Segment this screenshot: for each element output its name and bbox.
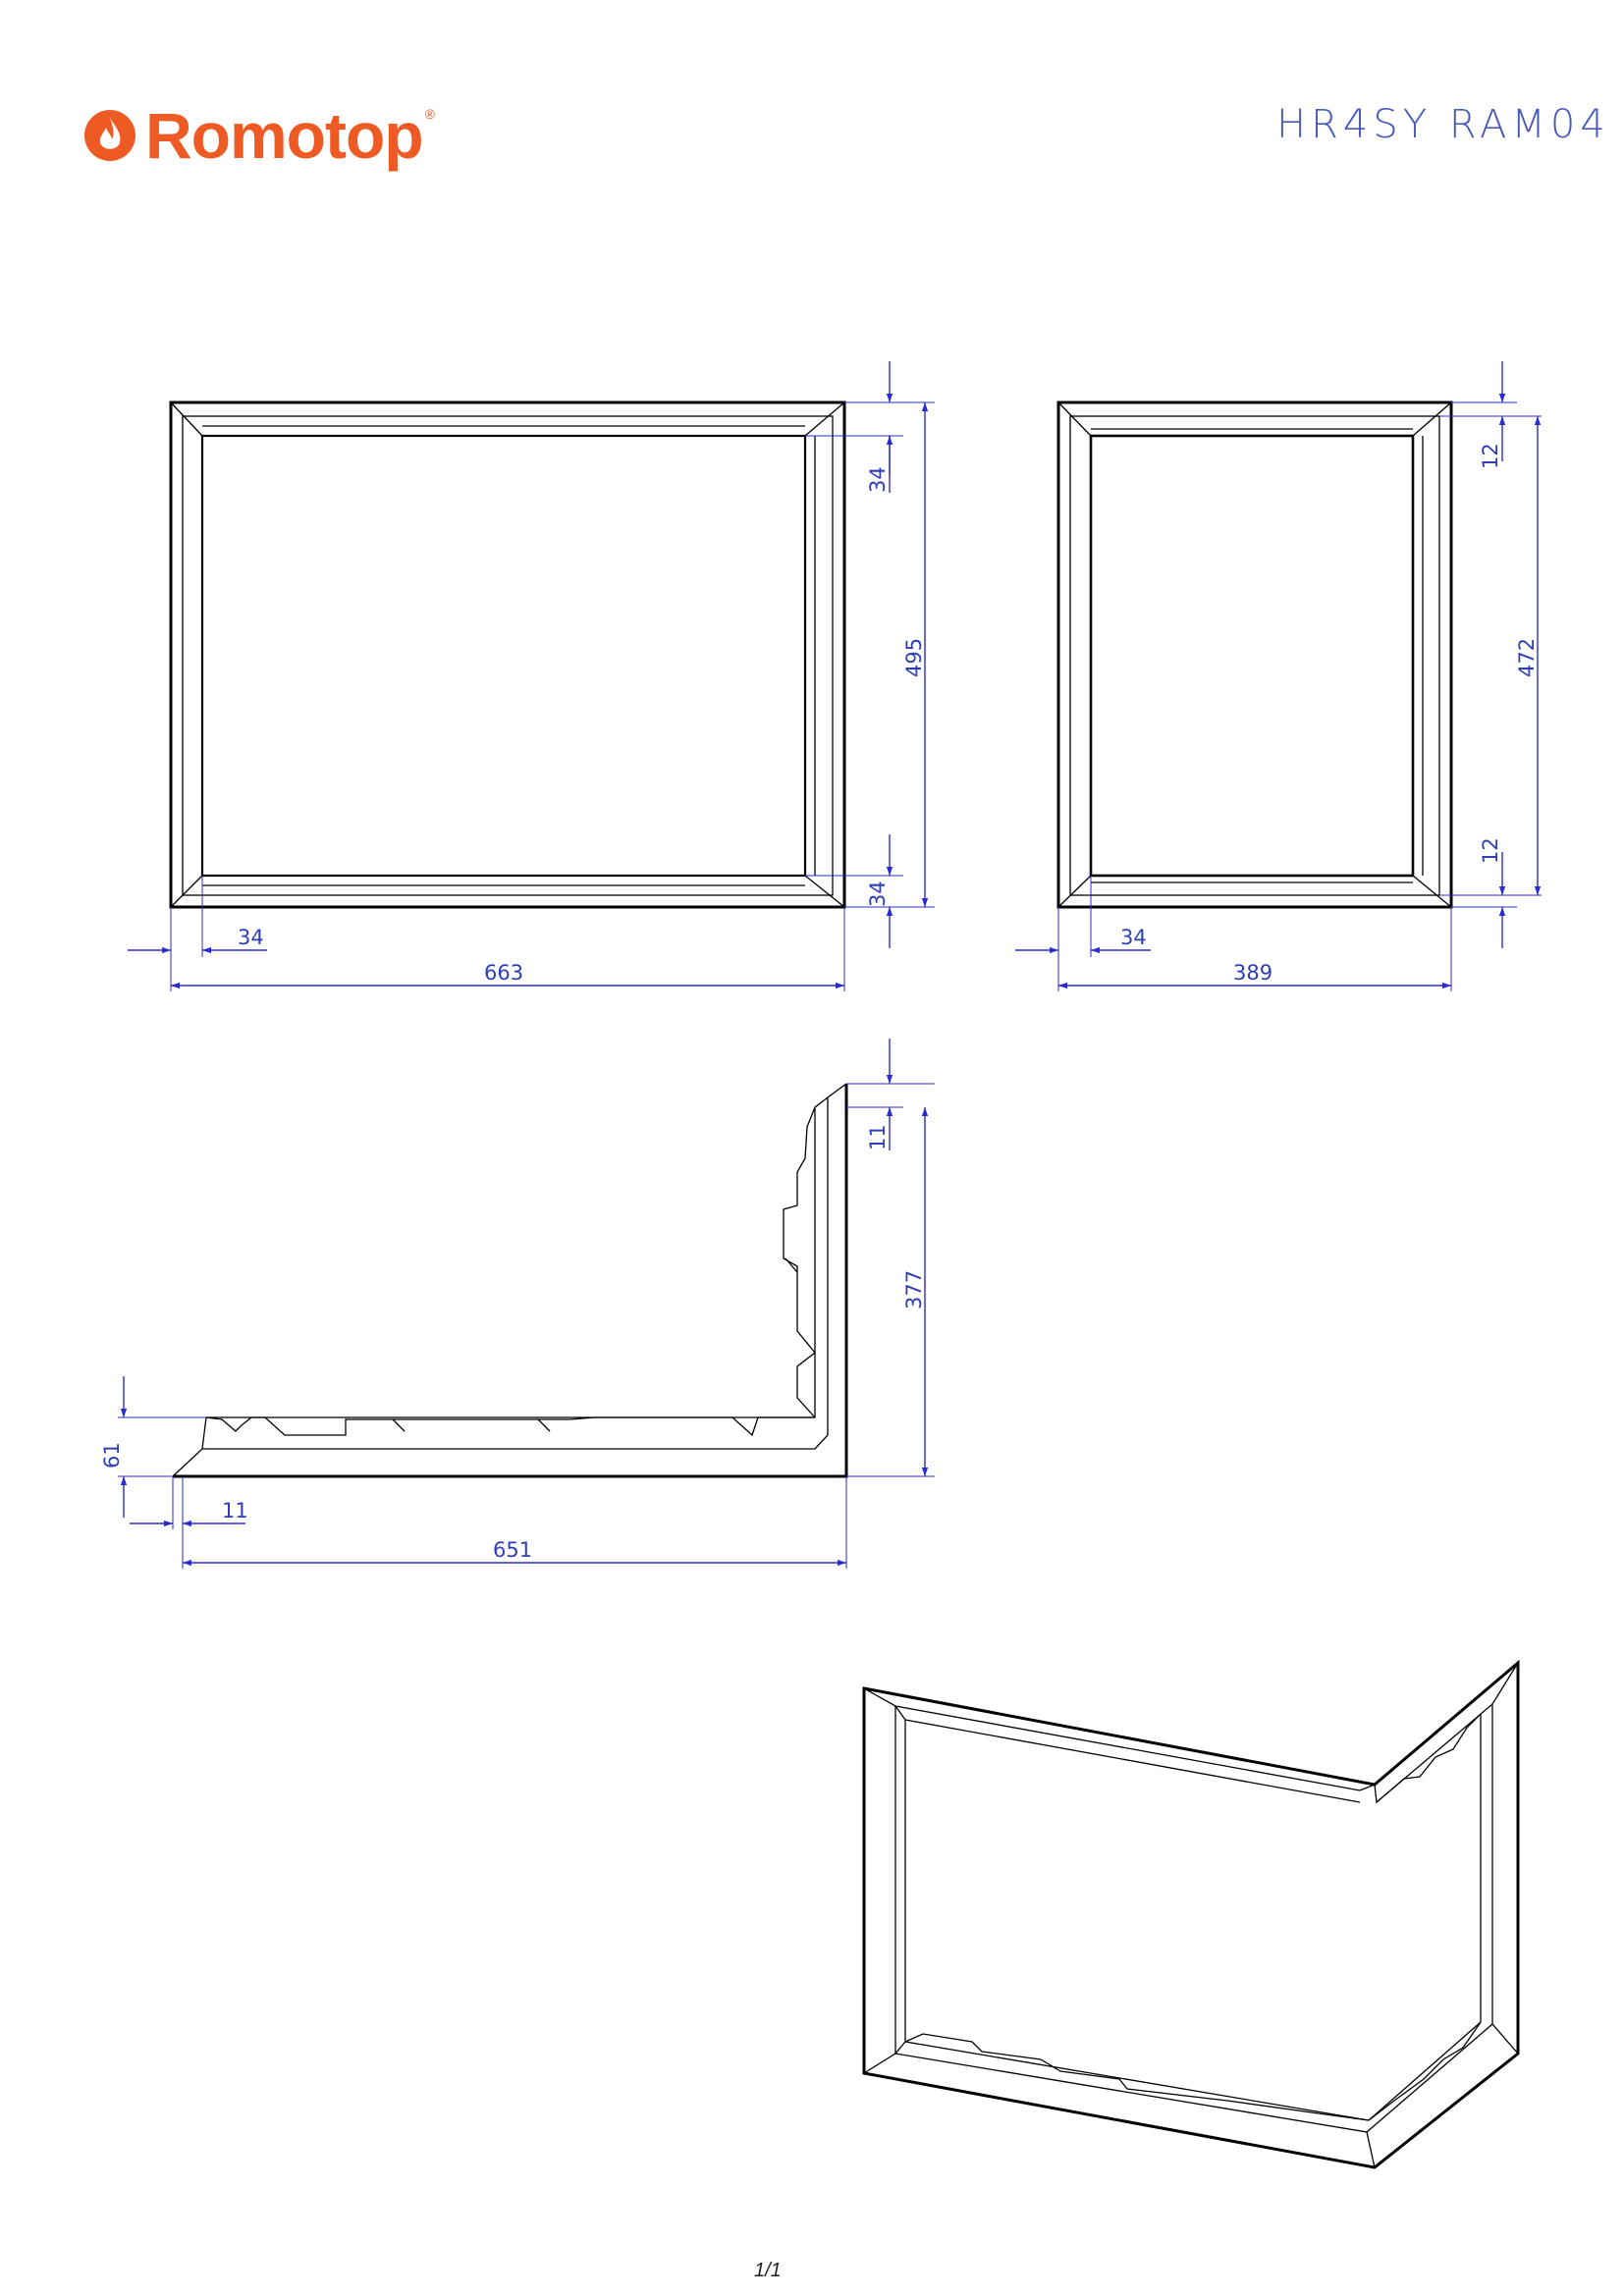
dim-front-frame-bottom: 34 (866, 881, 890, 907)
document-code: HR4SY RAM04 (1276, 102, 1610, 147)
flame-icon (84, 110, 135, 161)
isometric-view (862, 1659, 1520, 2169)
dim-profile-width: 651 (493, 1538, 532, 1562)
registered-mark: ® (424, 106, 435, 122)
top-dimensions (118, 1039, 935, 1569)
dim-profile-left: 11 (222, 1499, 248, 1522)
dim-front-height: 495 (902, 638, 926, 677)
brand-name: Romotop (145, 99, 424, 172)
dim-side-width: 389 (1233, 961, 1272, 985)
top-view (172, 1083, 848, 1478)
dim-side-frame-bottom: 12 (1479, 837, 1502, 864)
side-dimensions (1015, 361, 1542, 991)
dim-side-height: 472 (1515, 638, 1539, 677)
romotop-logo: Romotop ® (82, 98, 435, 173)
dim-profile-depth: 377 (902, 1270, 926, 1309)
dim-front-frame-side: 34 (238, 926, 264, 949)
dim-profile-top: 11 (866, 1124, 890, 1150)
front-dimensions (128, 361, 935, 991)
dim-side-frame-side: 34 (1120, 926, 1147, 949)
front-view (169, 400, 846, 909)
dim-side-frame-top: 12 (1479, 443, 1502, 469)
page-number: 1/1 (754, 2260, 782, 2281)
dim-profile-height: 61 (100, 1442, 124, 1468)
dim-front-frame-top: 34 (866, 466, 890, 493)
dim-front-width: 663 (484, 961, 523, 985)
side-view (1056, 400, 1453, 909)
